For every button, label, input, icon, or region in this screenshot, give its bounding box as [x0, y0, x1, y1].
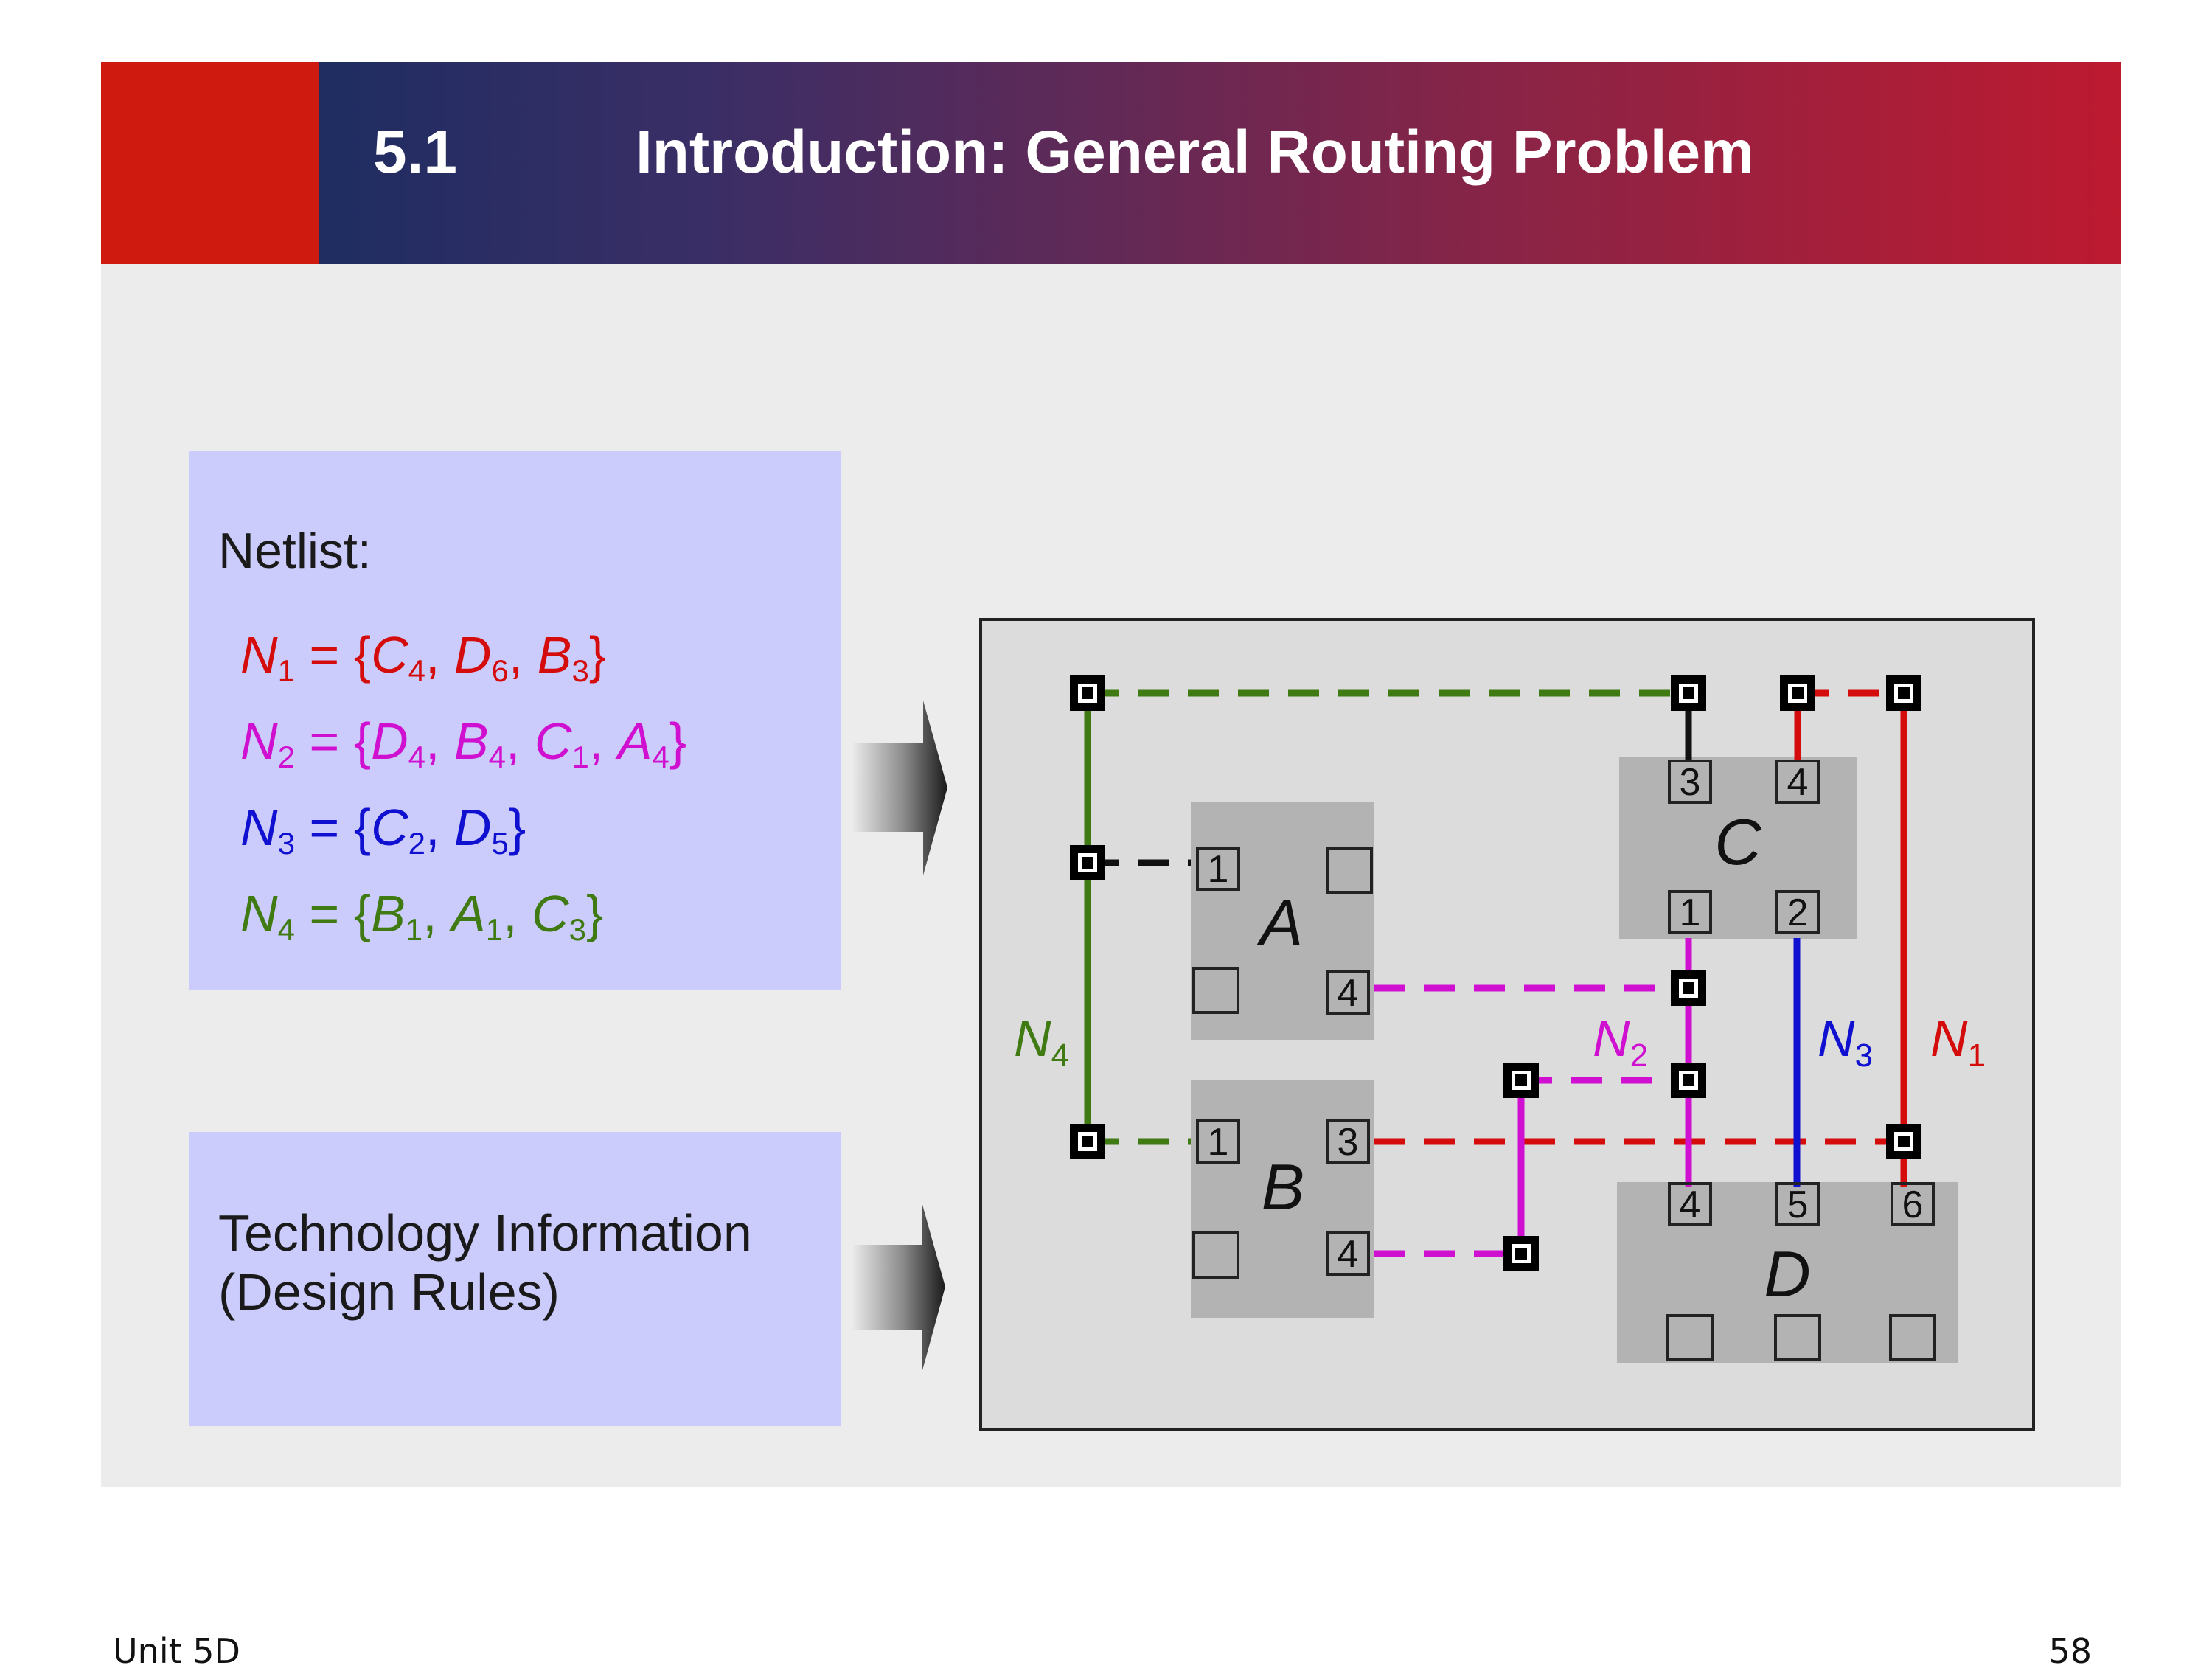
pin-a1: 1 — [1208, 848, 1229, 891]
cell-b-label: B — [1262, 1150, 1305, 1223]
net-label-n3: N3 — [1818, 1010, 1873, 1074]
net-definition-n3: N3 = {C2, D5} — [240, 799, 526, 861]
header-red-block — [101, 62, 319, 264]
net-label-n2: N2 — [1593, 1010, 1648, 1074]
arrow-netlist — [852, 701, 947, 875]
pin-a4: 4 — [1338, 972, 1359, 1015]
cell-d — [1617, 1182, 1958, 1363]
pin-d5: 5 — [1787, 1184, 1809, 1226]
pin-b3: 3 — [1338, 1121, 1359, 1164]
footer-page-number: 58 — [2048, 1631, 2092, 1671]
pin-d6: 6 — [1902, 1184, 1924, 1226]
arrow-technology — [852, 1202, 945, 1373]
technology-line-1: Technology Information — [218, 1204, 752, 1262]
via-markers — [1070, 675, 1921, 1271]
pin-c1: 1 — [1680, 892, 1701, 934]
pin-c4: 4 — [1787, 761, 1809, 804]
technology-info: Technology Information (Design Rules) — [218, 1203, 752, 1321]
netlist-heading: Netlist: — [218, 523, 372, 579]
unused-pins — [1192, 847, 1936, 1361]
net-definition-n2: N2 = {D4, B4, C1, A4} — [240, 712, 687, 774]
pin-c3: 3 — [1680, 761, 1701, 804]
net-label-n1: N1 — [1930, 1010, 1986, 1074]
pin-numbers: 1 4 1 3 4 3 4 1 2 4 5 6 — [1208, 761, 1924, 1276]
cell-a-label: A — [1256, 886, 1304, 959]
cell-a — [1191, 802, 1374, 1040]
section-number: 5.1 — [373, 119, 457, 186]
netlist-panel — [189, 451, 841, 990]
technology-panel — [189, 1132, 841, 1426]
pin-b1: 1 — [1208, 1121, 1229, 1164]
pin-c2: 2 — [1787, 892, 1809, 934]
numbered-pins — [1196, 760, 1935, 1276]
cell-c-label: C — [1714, 805, 1762, 878]
pin-d4: 4 — [1680, 1184, 1701, 1226]
cell-d-label: D — [1764, 1237, 1811, 1310]
slide-title: Introduction: General Routing Problem — [636, 119, 1754, 186]
net-definition-n4: N4 = {B1, A1, C3} — [240, 885, 604, 947]
net-definition-n1: N1 = {C4, D6, B3} — [240, 626, 607, 688]
header-band — [101, 62, 2121, 264]
net-label-n4: N4 — [1014, 1010, 1069, 1074]
technology-line-2: (Design Rules) — [218, 1263, 560, 1321]
pin-b4: 4 — [1338, 1233, 1359, 1276]
footer-unit: Unit 5D — [113, 1631, 240, 1671]
